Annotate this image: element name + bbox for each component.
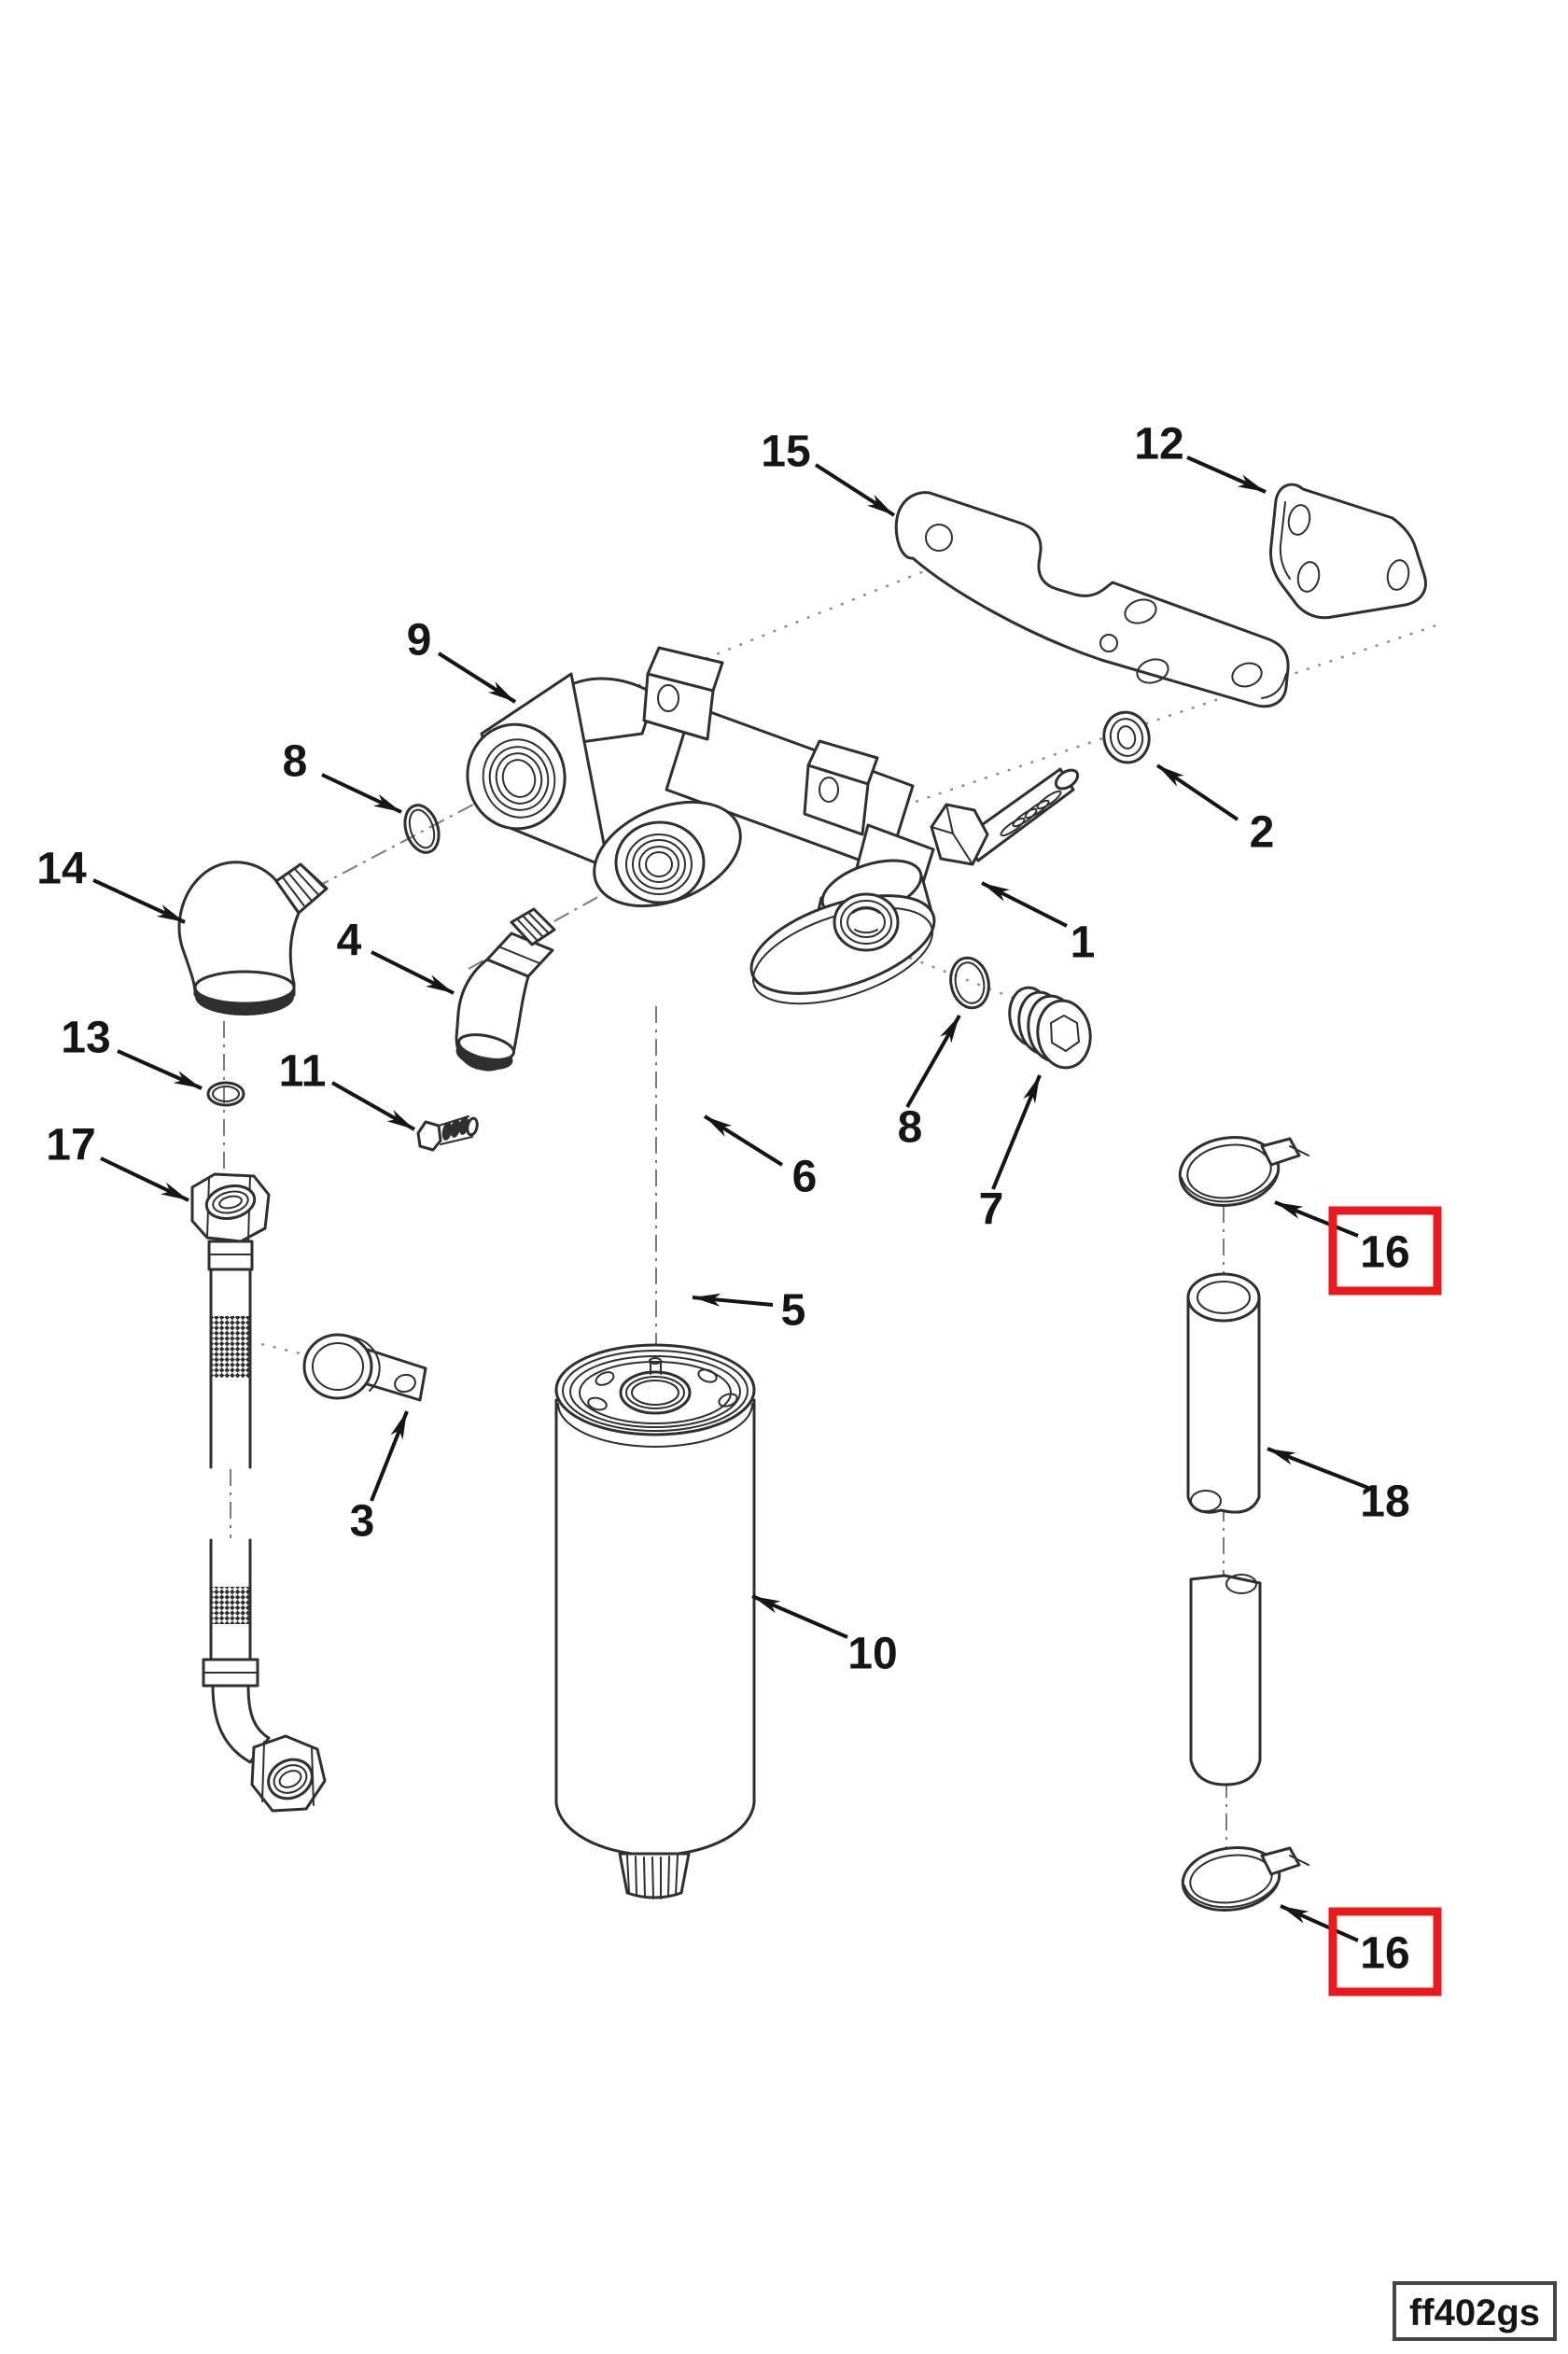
leader-5 bbox=[692, 1293, 774, 1307]
leader-6 bbox=[703, 1114, 784, 1167]
part-2-washer-drawing bbox=[1102, 710, 1151, 764]
leader-16-lower bbox=[1280, 1904, 1359, 1942]
leader-arrows bbox=[92, 455, 1369, 1942]
leader-8-left bbox=[321, 773, 402, 814]
leader-8-right bbox=[905, 1015, 961, 1108]
callout-11: 11 bbox=[279, 1047, 327, 1097]
leader-4 bbox=[371, 950, 455, 995]
callout-12: 12 bbox=[1134, 420, 1183, 469]
callout-14: 14 bbox=[36, 845, 87, 894]
callout-6: 6 bbox=[792, 1153, 818, 1202]
callout-15: 15 bbox=[761, 427, 810, 477]
part-16-clamp-lower-drawing bbox=[1181, 1846, 1309, 1912]
leader-18 bbox=[1267, 1447, 1369, 1490]
callout-7: 7 bbox=[979, 1185, 1004, 1235]
leader-11 bbox=[331, 1081, 415, 1131]
part-3-clamp-bracket-drawing bbox=[302, 1333, 427, 1402]
callout-1: 1 bbox=[1071, 918, 1096, 968]
callout-16-upper: 16 bbox=[1360, 1228, 1409, 1278]
leader-2 bbox=[1155, 764, 1239, 821]
figure-code-box: ff402gs bbox=[1393, 2281, 1557, 2341]
part-7-plug-drawing bbox=[1008, 986, 1092, 1070]
callout-4: 4 bbox=[337, 917, 362, 966]
callout-16-lower: 16 bbox=[1360, 1929, 1409, 1979]
leader-12 bbox=[1186, 455, 1267, 494]
part-8-oring-right-drawing bbox=[949, 956, 990, 1010]
part-16-clamp-upper-drawing bbox=[1178, 1136, 1309, 1207]
part-17-hose-drawing bbox=[190, 1172, 327, 1813]
part-13-oring-drawing bbox=[206, 1081, 245, 1107]
part-1-bolt-drawing bbox=[930, 767, 1080, 866]
leader-9 bbox=[437, 652, 517, 704]
part-4-elbow-drawing bbox=[455, 907, 556, 1072]
callout-labels: 15 12 9 8 14 4 13 11 17 2 1 6 8 7 5 3 10… bbox=[36, 420, 1409, 1979]
callout-10: 10 bbox=[847, 1630, 897, 1679]
leader-7 bbox=[991, 1074, 1042, 1190]
callout-3: 3 bbox=[350, 1497, 375, 1547]
part-11-barb-fitting-drawing bbox=[416, 1115, 479, 1152]
callout-2: 2 bbox=[1250, 808, 1275, 858]
callout-5: 5 bbox=[781, 1286, 806, 1336]
leader-1 bbox=[981, 881, 1068, 928]
part-18-tube-drawing bbox=[1186, 1272, 1262, 1787]
figure-code-text: ff402gs bbox=[1409, 2292, 1540, 2333]
highlight-box-16-lower bbox=[1328, 1907, 1442, 1997]
part-10-filter-canister-drawing bbox=[554, 1343, 756, 1899]
leader-16-upper bbox=[1274, 1200, 1359, 1238]
part-12-bracket-drawing bbox=[1269, 483, 1427, 620]
leader-17 bbox=[100, 1156, 189, 1202]
callout-9: 9 bbox=[407, 616, 432, 666]
part-14-elbow-drawing bbox=[177, 861, 329, 1016]
leader-13 bbox=[117, 1049, 203, 1090]
callout-18: 18 bbox=[1360, 1478, 1409, 1527]
highlight-box-16-upper bbox=[1328, 1206, 1442, 1296]
part-8-oring-left-drawing bbox=[403, 804, 441, 854]
part-15-bracket-drawing bbox=[894, 491, 1290, 708]
callout-17: 17 bbox=[46, 1121, 95, 1170]
leader-14 bbox=[92, 878, 186, 924]
callout-8-left: 8 bbox=[283, 737, 308, 787]
leader-3 bbox=[370, 1410, 409, 1502]
callout-13: 13 bbox=[61, 1014, 110, 1063]
part-9-filter-head-drawing bbox=[466, 646, 936, 1005]
leader-10 bbox=[751, 1594, 848, 1639]
leader-15 bbox=[814, 463, 896, 517]
callout-8-right: 8 bbox=[898, 1103, 923, 1153]
